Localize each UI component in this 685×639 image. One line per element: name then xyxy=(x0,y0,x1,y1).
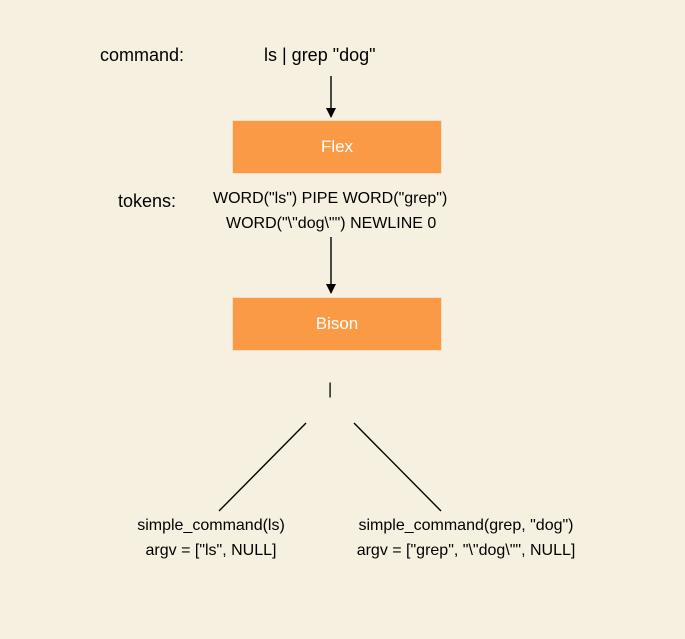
left-node-title: simple_command(ls) xyxy=(137,517,285,534)
tokens-line-2: WORD("\"dog\"") NEWLINE 0 xyxy=(226,215,437,232)
right-node-title: simple_command(grep, "dog") xyxy=(358,517,574,534)
tree-edge-left xyxy=(218,422,307,512)
bison-box: Bison xyxy=(232,297,442,351)
left-node-argv: argv = ["ls", NULL] xyxy=(145,542,277,559)
tokens-line-1: WORD("ls") PIPE WORD("grep") xyxy=(213,190,448,207)
bison-box-label: Bison xyxy=(315,314,359,333)
tokens-label: tokens: xyxy=(118,191,177,211)
flex-box-label: Flex xyxy=(320,137,354,156)
tree-edge-right xyxy=(353,422,442,512)
right-node-argv: argv = ["grep", "\"dog\"", NULL] xyxy=(356,542,576,559)
tree-root-pipe: | xyxy=(328,381,333,398)
flex-box: Flex xyxy=(232,120,442,174)
command-value: ls | grep "dog" xyxy=(264,45,376,65)
command-label: command: xyxy=(100,45,185,65)
